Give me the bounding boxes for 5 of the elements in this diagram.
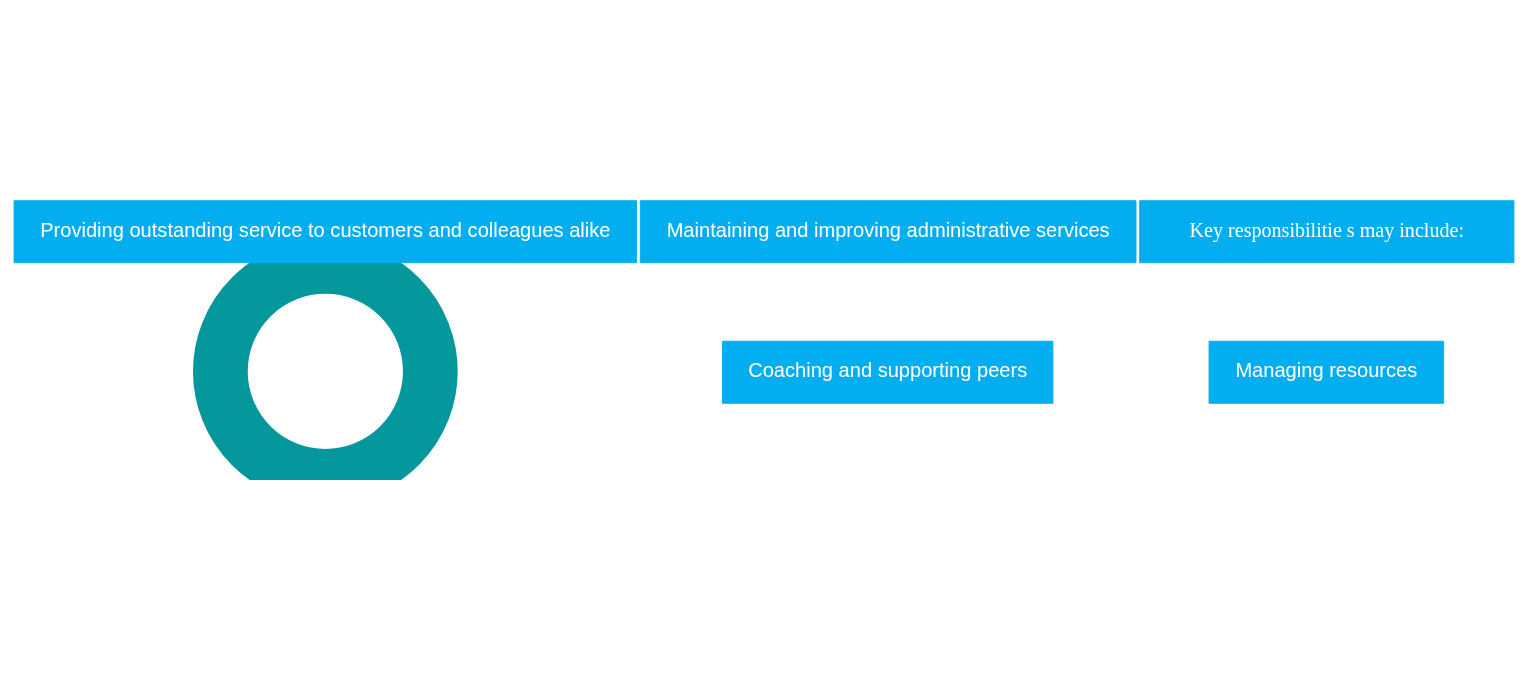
node-box: Coaching and supporting peers: [722, 340, 1054, 404]
node-box: Maintaining and improving administrative services: [639, 200, 1137, 264]
node-box: Providing outstanding service to customers and colleagues alike: [13, 200, 638, 264]
node-box: Key responsibilitie s may include:: [1139, 200, 1515, 264]
node-box: Managing resources: [1208, 340, 1445, 404]
